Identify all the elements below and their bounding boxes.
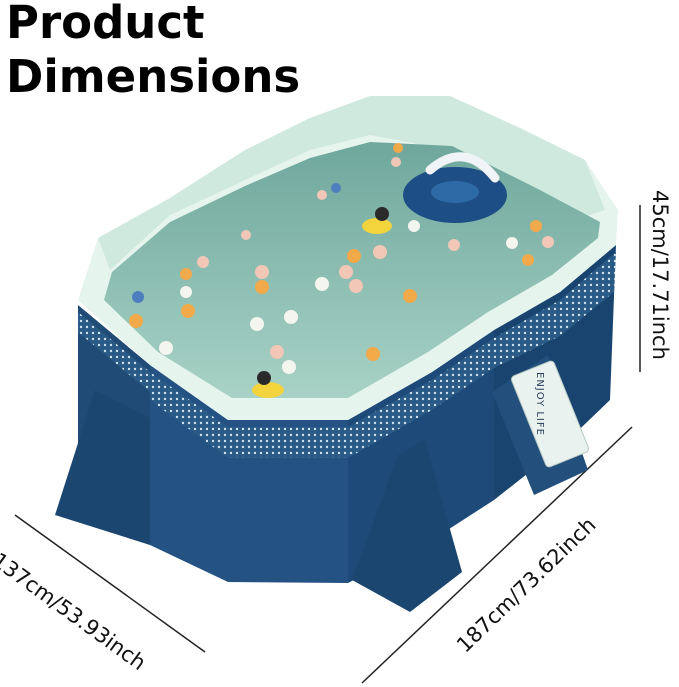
control-panel — [511, 360, 589, 468]
ball — [255, 280, 269, 294]
pool-inner-back-wall — [98, 96, 605, 270]
ball — [255, 265, 269, 279]
ball — [366, 347, 380, 361]
pool-dot-band-front — [150, 372, 348, 458]
ball — [393, 143, 403, 153]
ball — [522, 254, 534, 266]
ocean-balls — [129, 143, 554, 374]
float-ring-handle — [425, 152, 500, 183]
pool-dot-band-right — [494, 252, 616, 368]
product-dimensions-title: Product Dimensions — [6, 0, 300, 104]
ball — [448, 239, 460, 251]
duck-toy-2 — [252, 382, 284, 398]
ball — [347, 249, 361, 263]
pool-support-leg-front — [352, 440, 462, 612]
ball — [408, 220, 420, 232]
duck-toy-1 — [362, 218, 392, 234]
ball — [542, 236, 554, 248]
ball — [403, 289, 417, 303]
title-line-1: Product — [6, 0, 205, 49]
ball — [530, 220, 542, 232]
ball — [270, 345, 284, 359]
ball — [180, 268, 192, 280]
height-dimension-label: 45cm/17.71inch — [648, 190, 672, 360]
control-panel-brand-label: ENJOY LIFE — [534, 372, 545, 436]
pool-dot-band-left — [78, 312, 150, 392]
ball — [129, 314, 143, 328]
duck-toy-2-head — [257, 371, 271, 385]
ball — [181, 304, 195, 318]
ball — [284, 310, 298, 324]
ball — [373, 245, 387, 259]
ball — [132, 291, 144, 303]
ball — [349, 279, 363, 293]
ball — [315, 277, 329, 291]
pool-support-leg-left — [55, 390, 150, 545]
pool-dot-band-front-right — [348, 338, 494, 458]
ball — [506, 237, 518, 249]
ball — [331, 183, 341, 193]
ball — [159, 341, 173, 355]
ball — [180, 286, 192, 298]
ball — [250, 317, 264, 331]
float-ring-hole — [431, 181, 479, 203]
width-dimension-line — [14, 514, 206, 653]
ball — [282, 360, 296, 374]
ball — [241, 230, 251, 240]
duck-toy-1-head — [375, 207, 389, 221]
ball — [339, 265, 353, 279]
ball — [197, 256, 209, 268]
title-line-2: Dimensions — [6, 50, 301, 103]
ball — [391, 157, 401, 167]
ball — [317, 190, 327, 200]
